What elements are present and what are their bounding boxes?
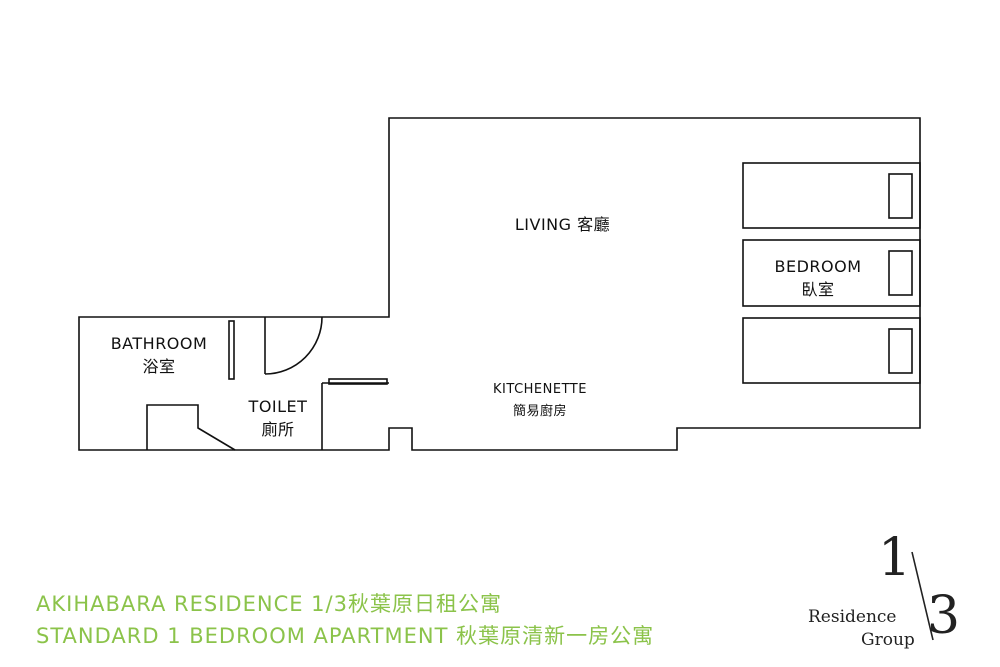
logo-word-group: Group <box>861 630 915 650</box>
bedroom-label-zh: 臥室 <box>801 280 835 299</box>
logo-denominator: 3 <box>927 586 961 646</box>
bathroom-label: BATHROOM 浴室 <box>98 332 220 378</box>
bedroom-label: BEDROOM 臥室 <box>758 255 878 301</box>
bed-3 <box>742 317 921 384</box>
bed-3-pillow <box>888 328 913 374</box>
bed-2 <box>742 239 921 307</box>
bathroom-wall <box>146 404 236 451</box>
logo-numerator: 1 <box>878 528 912 588</box>
living-label-text: LIVING 客廳 <box>514 215 611 234</box>
caption-line-2: STANDARD 1 BEDROOM APARTMENT 秋葉原清新一房公寓 <box>36 624 655 648</box>
kitchenette-label-zh: 簡易廚房 <box>512 404 567 419</box>
toilet-label-zh: 廁所 <box>261 420 295 439</box>
bed-1-pillow <box>888 173 913 219</box>
bed-2-pillow <box>888 250 913 296</box>
bedroom-label-en: BEDROOM <box>774 257 862 276</box>
bathroom-label-zh: 浴室 <box>142 357 176 376</box>
living-label: LIVING 客廳 <box>490 213 635 236</box>
bed-1 <box>742 162 921 229</box>
apartment-outline <box>78 117 921 451</box>
caption-line-1: AKIHABARA RESIDENCE 1/3秋葉原日租公寓 <box>36 592 502 616</box>
bathroom-label-en: BATHROOM <box>110 334 208 353</box>
toilet-fixture <box>328 378 388 385</box>
logo-word-residence: Residence <box>808 607 897 627</box>
kitchenette-label-en: KITCHENETTE <box>493 382 587 397</box>
toilet-label: TOILET 廁所 <box>237 395 319 441</box>
logo-slash <box>911 551 934 641</box>
bathroom-sliding-door <box>228 320 235 380</box>
door-swing-arc <box>264 316 323 375</box>
kitchenette-label: KITCHENETTE 簡易廚房 <box>470 379 610 423</box>
toilet-label-en: TOILET <box>248 397 308 416</box>
